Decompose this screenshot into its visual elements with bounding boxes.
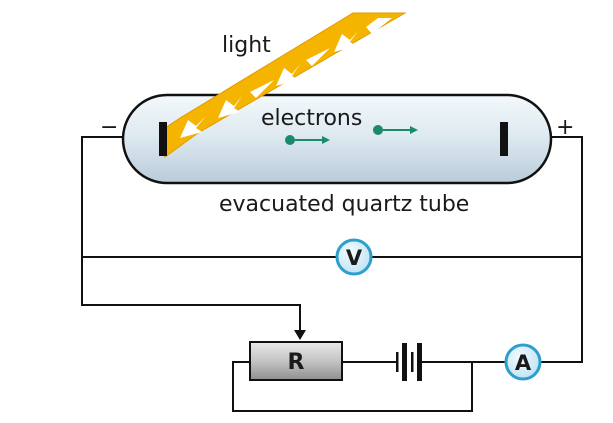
anode-plate bbox=[500, 122, 508, 156]
positive-terminal-sign: + bbox=[556, 115, 574, 140]
wire-right-lead bbox=[540, 136, 583, 363]
rheostat-arrow bbox=[294, 330, 306, 340]
wire-bottom-loop bbox=[232, 361, 473, 412]
cathode-plate bbox=[159, 122, 167, 156]
negative-terminal-sign: − bbox=[100, 115, 118, 140]
ammeter: A bbox=[504, 343, 542, 381]
voltmeter-symbol: V bbox=[346, 246, 363, 270]
circuit-wires bbox=[81, 136, 583, 412]
resistor-symbol: R bbox=[288, 350, 305, 375]
light-beam bbox=[164, 12, 407, 158]
wire-left-lead bbox=[81, 136, 301, 334]
light-label: light bbox=[222, 33, 271, 58]
electron-2 bbox=[373, 125, 418, 135]
evacuated-quartz-tube bbox=[121, 93, 553, 185]
voltmeter: V bbox=[335, 238, 373, 276]
variable-resistor: R bbox=[249, 341, 343, 381]
battery bbox=[396, 343, 422, 381]
electrons-label: electrons bbox=[261, 106, 362, 131]
ammeter-symbol: A bbox=[515, 351, 532, 375]
electron-1 bbox=[285, 135, 330, 145]
tube-label: evacuated quartz tube bbox=[219, 192, 469, 217]
